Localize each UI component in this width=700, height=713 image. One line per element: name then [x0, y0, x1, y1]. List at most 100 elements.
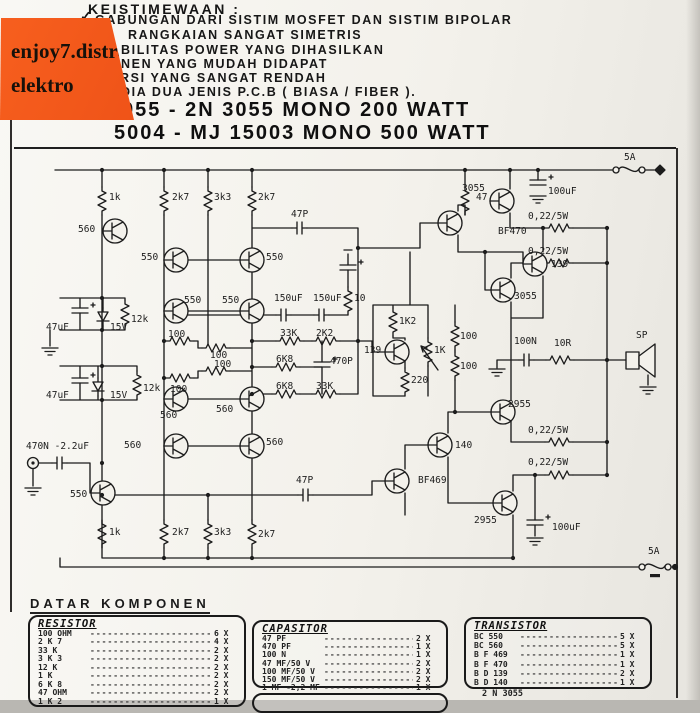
component-label: 3k3	[214, 527, 232, 538]
component-label: 2K2	[316, 328, 334, 339]
components-title: DATAR KOMPONEN	[30, 596, 210, 614]
box-body: 100 OHM--------------------------6 X2 K …	[38, 630, 238, 706]
transistor-symbols	[90, 188, 548, 516]
component-label: 150uF	[274, 293, 303, 304]
component-label: 47uF	[46, 322, 69, 333]
component-label: 2955	[508, 399, 531, 410]
component-label: BF470	[498, 226, 527, 237]
schematic-wires	[32, 169, 674, 568]
component-label: 0,22/5W	[528, 211, 569, 222]
component-label: 1k	[109, 192, 121, 203]
distributor-sticker: enjoy7.distro elektro	[0, 18, 134, 120]
component-label: 3055	[462, 183, 485, 194]
zener-symbols	[91, 307, 110, 397]
component-label: 100	[460, 361, 478, 372]
component-label: BF469	[418, 475, 447, 486]
feature-line: GABUNGAN DARI SISTIM MOSFET DAN SISTIM B…	[95, 13, 513, 27]
header-divider-line	[14, 147, 676, 149]
speaker-icon	[625, 343, 656, 378]
component-row: 470 PF--------------------------1 X	[262, 643, 431, 652]
component-label: 100	[168, 329, 186, 340]
component-row: 3 K 3--------------------------2 X	[38, 655, 229, 664]
page-border-right	[676, 148, 678, 698]
component-label: 1K2	[399, 316, 417, 327]
component-label: 550	[222, 295, 240, 306]
component-label: 0,22/5W	[528, 457, 569, 468]
fuse-bottom-icon	[638, 563, 672, 571]
component-label: 560	[78, 224, 96, 235]
component-label: 560	[160, 410, 178, 421]
component-label: 470N -2.2uF	[26, 441, 89, 452]
component-row: B D 139--------------------------2 X	[474, 668, 635, 678]
component-label: 1K	[434, 345, 446, 356]
component-label: 550	[184, 295, 202, 306]
minus-terminal-icon	[671, 563, 679, 571]
component-label: SP	[636, 330, 648, 341]
model-line: 955 - 2N 3055 MONO 200 WATT	[122, 99, 471, 121]
input-jack-icon	[26, 456, 40, 470]
transistor-box: TRANSISTOR BC 550-----------------------…	[464, 617, 652, 689]
component-row: B F 470--------------------------1 X	[474, 659, 635, 669]
component-label: 5A	[624, 152, 636, 163]
box-header: CAPASITOR	[262, 623, 328, 635]
component-row: 33 K--------------------------2 X	[38, 646, 229, 655]
component-label: 100uF	[552, 522, 581, 533]
component-label: 10R	[554, 338, 572, 349]
component-label: 47P	[291, 209, 309, 220]
component-label: 2k7	[258, 529, 276, 540]
component-label: 6K8	[276, 354, 294, 365]
component-label: 1k	[109, 527, 121, 538]
fuse-holder-mark	[650, 574, 660, 578]
component-label: 550	[70, 489, 88, 500]
component-label: 12k	[131, 314, 149, 325]
component-label: 100N	[514, 336, 537, 347]
component-label: 2k7	[258, 192, 276, 203]
junction-dots	[99, 167, 610, 561]
component-label: 6K8	[276, 381, 294, 392]
component-label: 139	[364, 345, 382, 356]
fuse-top-icon	[612, 166, 646, 174]
component-label: 2955	[474, 515, 497, 526]
feature-line: DIA DUA JENIS P.C.B ( BIASA / FIBER ).	[121, 85, 417, 99]
component-row: B D 140--------------------------1 X	[474, 678, 635, 688]
component-label: 47	[476, 192, 488, 203]
transistor-footer: 2 N 3055	[482, 689, 523, 699]
component-label: 0,22/5W	[528, 425, 569, 436]
component-row: 100 N--------------------------1 X	[262, 651, 431, 660]
component-label: 560	[216, 404, 234, 415]
component-label: 560	[266, 437, 284, 448]
component-row: 150 MF/50 V--------------------------2 X	[262, 676, 431, 685]
component-label: 3055	[514, 291, 537, 302]
component-label: 100	[170, 384, 188, 395]
component-row: 1 MF -2,2 MF--------------------------1 …	[262, 684, 431, 693]
sticker-line2: elektro	[11, 73, 74, 97]
component-label: 47uF	[46, 390, 69, 401]
component-row: 100 MF/50 V--------------------------2 X	[262, 667, 431, 676]
component-row: 47 PF--------------------------2 X	[262, 635, 431, 643]
component-label: 150uF	[313, 293, 342, 304]
plus-terminal-icon	[654, 164, 666, 176]
component-row: 100 OHM--------------------------6 X	[38, 630, 229, 638]
component-row: B F 469--------------------------1 X	[474, 650, 635, 660]
component-row: 1 K 2--------------------------1 X	[38, 697, 229, 706]
feature-line: NEN YANG MUDAH DIDAPAT	[121, 57, 328, 71]
component-label: 33K	[280, 328, 298, 339]
box-header: RESISTOR	[38, 618, 97, 630]
component-row: 47 MF/50 V--------------------------2 X	[262, 659, 431, 668]
feature-line: BILITAS POWER YANG DIHASILKAN	[121, 43, 385, 57]
component-label: 560	[124, 440, 142, 451]
component-label: 10	[354, 293, 366, 304]
feature-line: RANGKAIAN SANGAT SIMETRIS	[128, 28, 363, 42]
component-label: 5A	[648, 546, 660, 557]
component-label: 550	[266, 252, 284, 263]
component-label: 0,22/5W	[528, 246, 569, 257]
component-label: 100	[214, 359, 232, 370]
component-label: 12k	[143, 383, 161, 394]
box-body: BC 550--------------------------5 XBC 56…	[474, 632, 644, 687]
component-label: 2k7	[172, 527, 190, 538]
component-label: 3k3	[214, 192, 232, 203]
extra-box-cutoff	[252, 693, 448, 713]
